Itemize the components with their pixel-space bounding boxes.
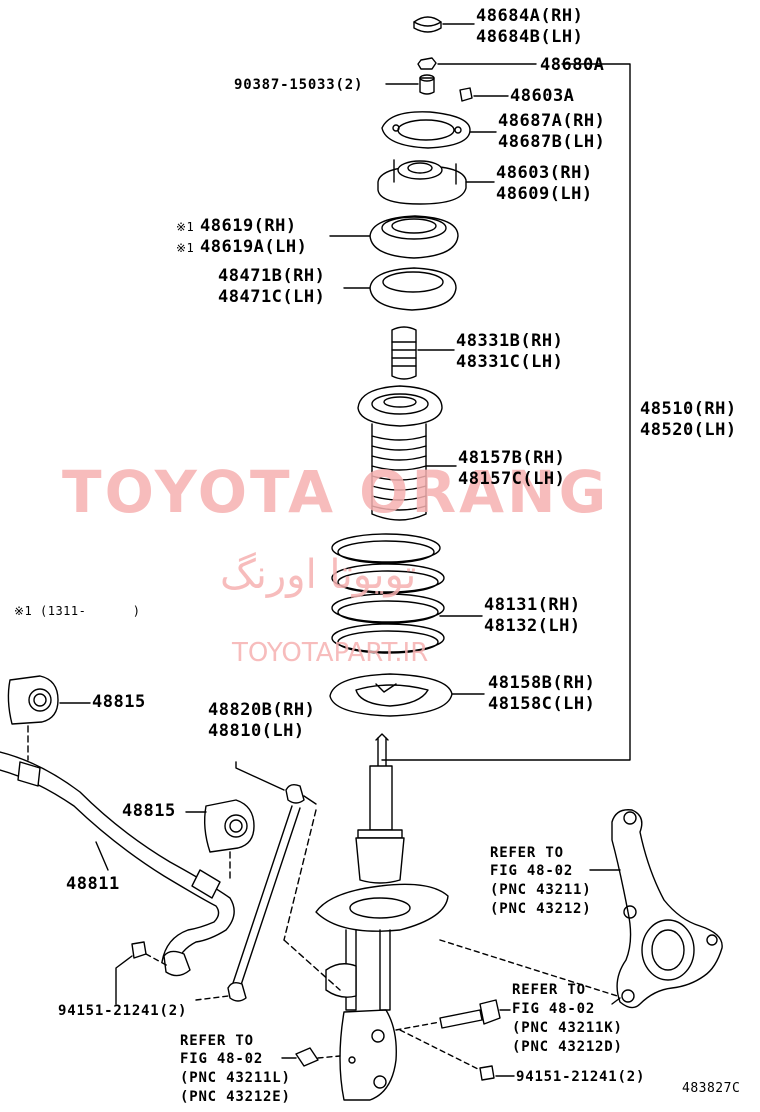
refer-knuckle-line-4: (PNC 43212) xyxy=(490,901,592,917)
label-stabilizer-bar[interactable]: 48811 xyxy=(66,874,120,894)
refer-lower-line-4: (PNC 43212E) xyxy=(180,1089,291,1105)
label-cap-rh[interactable]: 48684A(RH) xyxy=(476,6,584,26)
label-boot-lh[interactable]: 48157C(LH) xyxy=(458,469,566,489)
upper-bearing-part xyxy=(369,215,459,259)
label-cap-lh[interactable]: 48684B(LH) xyxy=(476,27,584,47)
stabilizer-bar-part xyxy=(0,751,235,977)
label-bushing-upper[interactable]: 48815 xyxy=(92,692,146,712)
refer-knuckle-line-3: (PNC 43211) xyxy=(490,882,592,898)
refer-lower-line-1: REFER TO xyxy=(180,1033,254,1049)
lower-nut-part xyxy=(295,1047,319,1067)
refer-lower-line-2: FIG 48-02 xyxy=(180,1051,264,1067)
footnote: ※1 (1311- ) xyxy=(14,604,141,618)
label-boot-rh[interactable]: 48157B(RH) xyxy=(458,448,566,468)
bar-bushing-part-lower xyxy=(203,799,255,853)
label-insulator-lh[interactable]: 48158C(LH) xyxy=(488,694,596,714)
label-strut-nut[interactable]: 94151-21241(2) xyxy=(516,1069,646,1085)
label-link-lh[interactable]: 48810(LH) xyxy=(208,721,305,741)
spring-seat-part xyxy=(369,267,457,311)
label-bearing-lh-mark: ※1 xyxy=(176,241,195,255)
label-link-nut[interactable]: 94151-21241(2) xyxy=(58,1003,188,1019)
dust-cap-part xyxy=(413,16,442,33)
steering-knuckle-part xyxy=(611,809,723,1009)
stabilizer-link-part xyxy=(227,783,317,1002)
lower-insulator-part xyxy=(329,673,453,717)
label-insulator-rh[interactable]: 48158B(RH) xyxy=(488,673,596,693)
refer-bolt-line-4: (PNC 43212D) xyxy=(512,1039,623,1055)
label-plate-lh[interactable]: 48687B(LH) xyxy=(498,132,606,152)
label-spring-rh[interactable]: 48131(RH) xyxy=(484,595,581,615)
washer-nut-part xyxy=(459,87,473,102)
label-bushing-lower[interactable]: 48815 xyxy=(122,801,176,821)
coil-spring-part xyxy=(331,533,445,654)
label-lock-nut[interactable]: 90387-15033(2) xyxy=(234,77,364,93)
watermark-brand: TOYOTA ORANG xyxy=(62,458,610,526)
refer-knuckle-line-2: FIG 48-02 xyxy=(490,863,574,879)
lock-nut-part xyxy=(419,74,435,95)
label-bearing-rh-mark: ※1 xyxy=(176,220,195,234)
label-bearing-lh[interactable]: 48619A(LH) xyxy=(200,237,308,257)
label-washer-nut[interactable]: 48603A xyxy=(510,86,575,106)
label-seat-lh[interactable]: 48471C(LH) xyxy=(218,287,326,307)
upper-plate-part xyxy=(381,111,471,149)
bump-stopper-part xyxy=(391,326,417,380)
refer-knuckle-line-1: REFER TO xyxy=(490,845,564,861)
label-support-lh[interactable]: 48609(LH) xyxy=(496,184,593,204)
top-nut-part xyxy=(417,57,437,70)
bar-bushing-part-upper xyxy=(7,675,59,725)
refer-bolt-line-2: FIG 48-02 xyxy=(512,1001,596,1017)
shock-absorber-part xyxy=(315,733,449,1101)
strut-bolt-part xyxy=(439,999,501,1029)
label-bumper-rh[interactable]: 48331B(RH) xyxy=(456,331,564,351)
label-bearing-rh[interactable]: 48619(RH) xyxy=(200,216,297,236)
dust-boot-part xyxy=(357,385,443,521)
label-assy-rh[interactable]: 48510(RH) xyxy=(640,399,737,419)
strut-mount-part xyxy=(377,159,467,205)
label-support-rh[interactable]: 48603(RH) xyxy=(496,163,593,183)
refer-lower-line-3: (PNC 43211L) xyxy=(180,1070,291,1086)
diagram-code: 483827C xyxy=(682,1081,741,1096)
link-nut-part xyxy=(131,941,147,959)
strut-nut-part xyxy=(479,1065,495,1081)
label-plate-rh[interactable]: 48687A(RH) xyxy=(498,111,606,131)
label-link-rh[interactable]: 48820B(RH) xyxy=(208,700,316,720)
refer-bolt-line-3: (PNC 43211K) xyxy=(512,1020,623,1036)
label-seat-rh[interactable]: 48471B(RH) xyxy=(218,266,326,286)
label-top-nut[interactable]: 48680A xyxy=(540,55,605,75)
refer-bolt-line-1: REFER TO xyxy=(512,982,586,998)
label-bumper-lh[interactable]: 48331C(LH) xyxy=(456,352,564,372)
watermark-persian: تویوتا اورنگ xyxy=(220,552,417,598)
watermark-url: TOYOTAPART.IR xyxy=(232,638,429,668)
label-spring-lh[interactable]: 48132(LH) xyxy=(484,616,581,636)
label-assy-lh[interactable]: 48520(LH) xyxy=(640,420,737,440)
